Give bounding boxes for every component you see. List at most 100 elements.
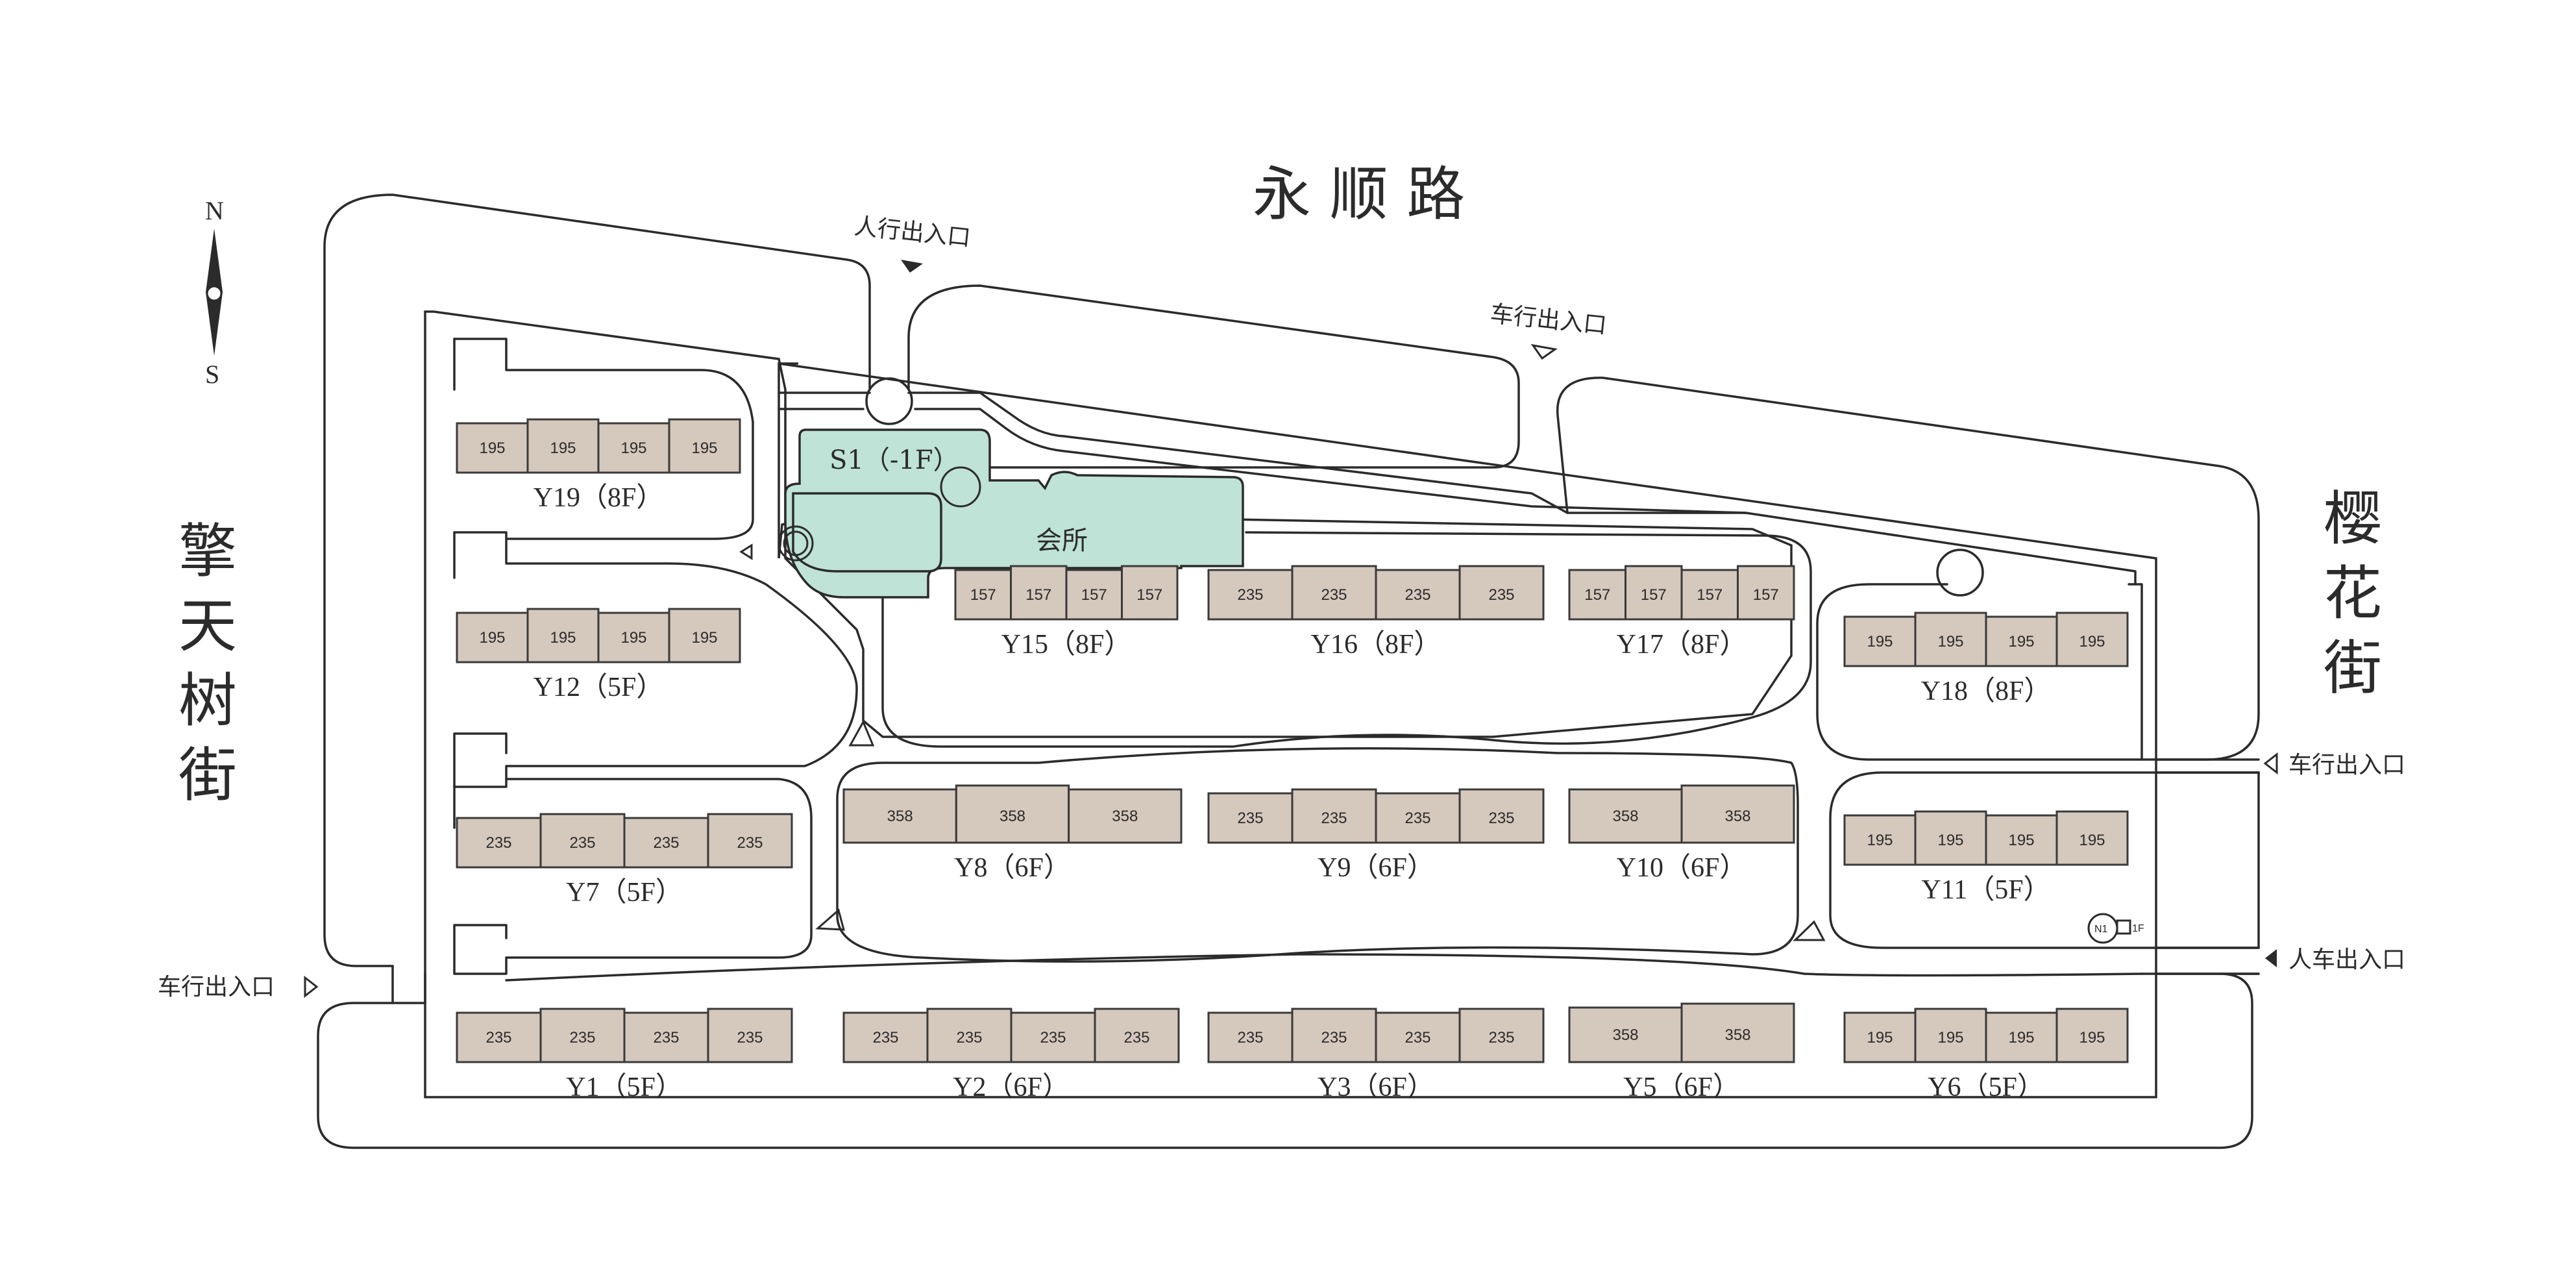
building-unit [1843, 814, 1917, 866]
building-unit [955, 784, 1070, 844]
building-unit [842, 788, 957, 844]
unit-area-label: 358 [1612, 1026, 1638, 1044]
building-unit [2055, 612, 2129, 667]
building-unit [1121, 565, 1179, 621]
building-unit [539, 1008, 626, 1063]
unit-area-label: 235 [1237, 1029, 1263, 1046]
building-unit [1207, 569, 1294, 621]
unit-area-label: 195 [2008, 633, 2034, 650]
building-unit [1680, 569, 1739, 621]
building-label: Y10（6F） [1617, 853, 1747, 883]
unit-area-label: 195 [1937, 633, 1963, 650]
unit-area-label: 235 [653, 834, 679, 852]
outer-ring-road [317, 193, 2260, 1149]
unit-area-label: 195 [1867, 1029, 1893, 1046]
unit-area-label: 235 [569, 834, 595, 852]
gate-east-vehicle-label: 车行出入口 [2288, 752, 2405, 778]
unit-area-label: 235 [956, 1029, 982, 1046]
building-unit [1207, 1011, 1294, 1063]
n1-square-icon [2116, 919, 2131, 935]
street-name-west: 擎 天 树 街 [178, 517, 237, 810]
building-unit [707, 1008, 793, 1063]
unit-area-label: 157 [1584, 586, 1610, 604]
gate-north-vehicle: 车行出入口 [1489, 301, 1608, 360]
building-unit [1375, 1011, 1461, 1063]
road-arrow-icon [815, 908, 845, 931]
gate-arrow-down-icon [1530, 343, 1558, 360]
building-label: Y2（6F） [953, 1072, 1070, 1102]
gate-north-pedestrian: 人行出入口 [853, 213, 972, 273]
gate-east-vehicle: 车行出入口 [2263, 752, 2405, 778]
building-unit [1568, 1006, 1683, 1063]
unit-area-label: 235 [1237, 586, 1263, 604]
unit-area-label: 358 [887, 808, 913, 825]
unit-area-label: 235 [1405, 586, 1430, 604]
gate-arrow-right-icon [304, 975, 319, 998]
clubhouse-inner [792, 492, 942, 573]
unit-area-label: 235 [1321, 810, 1347, 827]
building-label: Y8（6F） [954, 853, 1071, 883]
gate-arrow-down-icon [901, 260, 923, 273]
building-unit [456, 1011, 542, 1063]
unit-area-label: 358 [1000, 808, 1025, 825]
clubhouse-fountain [778, 525, 814, 562]
unit-area-label: 157 [1136, 586, 1162, 604]
unit-area-label: 235 [737, 1029, 763, 1046]
building-unit [1843, 1011, 1917, 1063]
road-arrow-icon [1793, 920, 1826, 941]
building-label: Y18（8F） [1921, 676, 2052, 706]
building-unit [456, 422, 529, 474]
building-label: Y17（8F） [1617, 630, 1747, 660]
unit-area-label: 195 [1937, 832, 1963, 849]
building-unit [1207, 792, 1294, 844]
building-unit [1458, 788, 1545, 844]
building-label: Y5（6F） [1623, 1072, 1740, 1102]
unit-area-label: 195 [2079, 1029, 2105, 1046]
compass-south-label: S [205, 360, 219, 389]
unit-area-label: 157 [1697, 586, 1723, 604]
building-label: Y19（8F） [534, 483, 664, 513]
building-label: Y11（5F） [1921, 875, 2050, 905]
unit-area-label: 235 [1488, 1029, 1514, 1046]
s1-label: S1（-1F） [829, 445, 959, 475]
unit-area-label: 157 [1025, 586, 1051, 604]
unit-area-label: 235 [569, 1029, 595, 1046]
street-west-char: 树 [178, 667, 237, 735]
building-unit [1068, 788, 1183, 844]
building-label: Y1（5F） [566, 1072, 683, 1102]
internal-roads [391, 338, 2260, 1004]
building-unit [597, 422, 670, 474]
building-unit [1458, 1008, 1545, 1063]
building-label: Y15（8F） [1001, 630, 1132, 660]
clubhouse-label: 会所 [1036, 526, 1088, 556]
building-unit [707, 813, 793, 869]
unit-area-label: 358 [1112, 808, 1138, 825]
building-unit [1375, 569, 1461, 621]
unit-area-label: 195 [691, 440, 717, 457]
gate-east-mixed: 人车出入口 [2265, 947, 2405, 973]
unit-area-label: 235 [1488, 810, 1514, 827]
building-unit [526, 418, 600, 474]
unit-area-label: 235 [737, 834, 763, 852]
unit-area-label: 195 [620, 629, 646, 647]
unit-area-label: 195 [550, 629, 576, 647]
building-label: Y9（6F） [1318, 853, 1434, 883]
compass-center-icon [206, 285, 223, 302]
unit-area-label: 195 [691, 629, 717, 647]
building-unit [1375, 792, 1461, 844]
unit-area-label: 235 [485, 834, 511, 852]
street-west-char: 擎 [178, 517, 237, 586]
n1-marker: N1 1F [2087, 913, 2144, 944]
building-unit [926, 1008, 1012, 1063]
unit-area-label: 235 [1321, 1029, 1347, 1046]
unit-area-label: 235 [1488, 586, 1514, 604]
unit-area-label: 195 [479, 629, 505, 647]
street-west-char: 天 [178, 592, 237, 660]
